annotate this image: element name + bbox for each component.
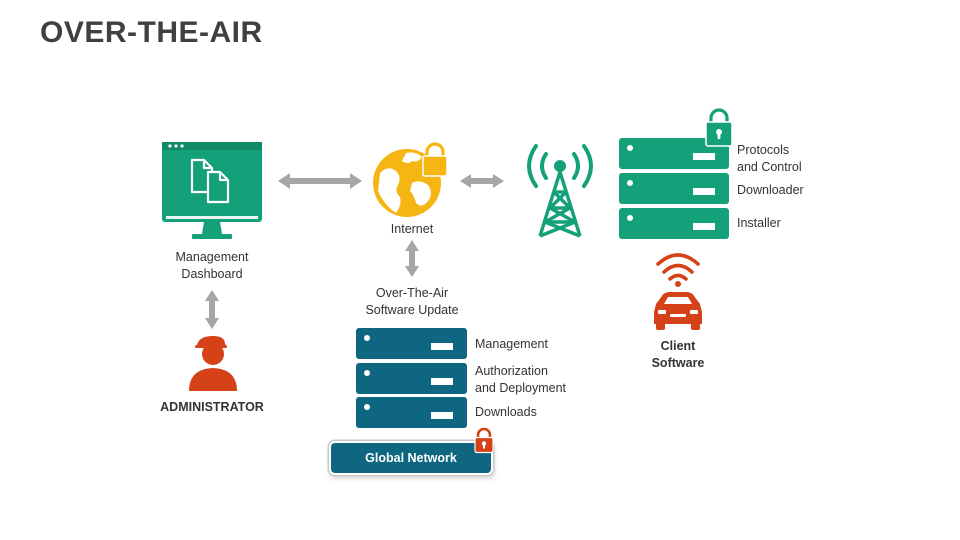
protocols-label: Protocols and Control bbox=[737, 143, 802, 174]
ota-label: Over-The-Air Software Update bbox=[365, 286, 459, 317]
administrator-label: ADMINISTRATOR bbox=[160, 400, 264, 414]
monitor-icon bbox=[162, 142, 262, 239]
client-software-label: Client Software bbox=[651, 339, 705, 370]
antenna-tower-icon bbox=[527, 144, 593, 238]
page-title: OVER-THE-AIR bbox=[40, 16, 263, 49]
global-network-button[interactable]: Global Network bbox=[331, 443, 491, 473]
arrow-internet-tower bbox=[460, 174, 504, 188]
server-icon bbox=[619, 173, 729, 204]
server-icon bbox=[619, 208, 729, 239]
lock-icon bbox=[705, 108, 733, 147]
arrow-dashboard-internet bbox=[278, 173, 362, 189]
server-icon bbox=[356, 363, 467, 394]
person-icon bbox=[189, 336, 237, 391]
car-icon bbox=[654, 253, 702, 330]
server-icon bbox=[356, 397, 467, 428]
installer-label: Installer bbox=[737, 216, 781, 230]
documents-icon bbox=[190, 158, 230, 204]
internet-label: Internet bbox=[390, 222, 434, 236]
lock-icon bbox=[474, 427, 494, 454]
authorization-label: Authorization and Deployment bbox=[475, 364, 567, 395]
downloads-label: Downloads bbox=[475, 405, 537, 419]
lock-icon bbox=[422, 142, 448, 177]
arrow-internet-ota bbox=[405, 240, 419, 277]
dashboard-label: Management Dashboard bbox=[175, 250, 249, 281]
wifi-icon bbox=[656, 253, 700, 281]
management-label: Management bbox=[475, 337, 548, 351]
downloader-label: Downloader bbox=[737, 183, 804, 197]
globe-icon bbox=[373, 142, 448, 217]
server-icon bbox=[356, 328, 467, 359]
arrow-dashboard-admin bbox=[205, 290, 219, 329]
